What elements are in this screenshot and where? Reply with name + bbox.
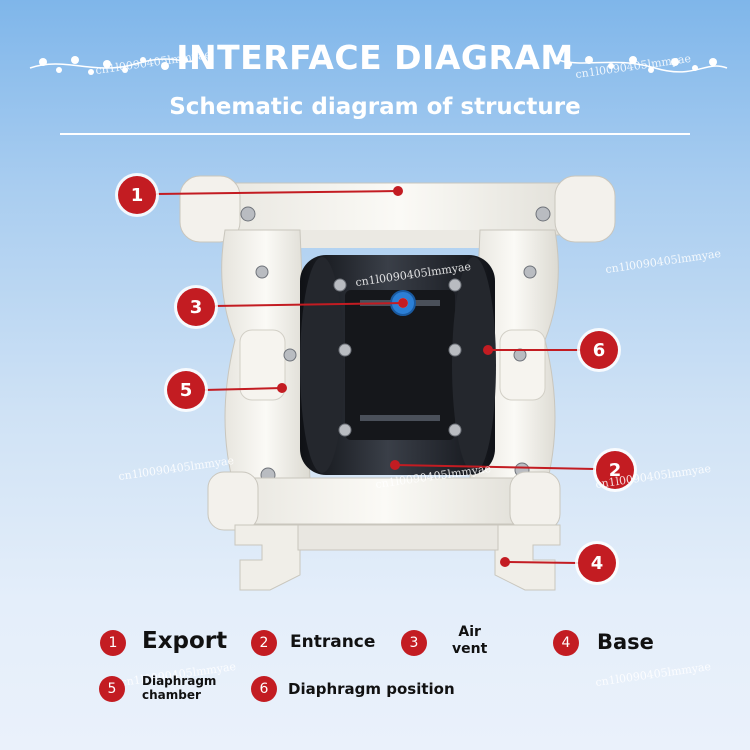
- floral-ornament-left: [29, 56, 198, 75]
- callout-leaders: [155, 186, 596, 567]
- title-divider: [60, 133, 690, 135]
- page-title: INTERFACE DIAGRAM: [176, 38, 574, 77]
- callout-3-air-vent: 3: [177, 288, 215, 326]
- legend-badge-2: 2: [251, 630, 277, 656]
- legend-badge-1: 1: [100, 630, 126, 656]
- legend-label-base: Base: [597, 630, 654, 654]
- center-air-body: [300, 255, 496, 475]
- legend-label-entrance: Entrance: [290, 632, 376, 652]
- legend-badge-4: 4: [553, 630, 579, 656]
- legend-badge-6: 6: [251, 676, 277, 702]
- legend-label-air-vent: Air vent: [452, 624, 488, 657]
- legend-label-export: Export: [142, 628, 228, 654]
- callout-5-diaphragm-chamber: 5: [167, 371, 205, 409]
- callout-2-entrance: 2: [596, 451, 634, 489]
- pump-base: [234, 524, 561, 591]
- callout-4-base: 4: [578, 544, 616, 582]
- callout-1-export: 1: [118, 176, 156, 214]
- page-subtitle: Schematic diagram of structure: [169, 94, 581, 120]
- legend-badge-3: 3: [401, 630, 427, 656]
- legend-label-diaphragm-chamber: Diaphragm chamber: [142, 674, 217, 702]
- diaphragm-chamber-left: [221, 229, 311, 491]
- legend-badge-5: 5: [99, 676, 125, 702]
- outlet-manifold: [179, 175, 616, 248]
- floral-ornament-right: [557, 56, 728, 73]
- inlet-manifold: [207, 471, 561, 531]
- callout-6-diaphragm-position: 6: [580, 331, 618, 369]
- legend-label-diaphragm-position: Diaphragm position: [288, 680, 455, 698]
